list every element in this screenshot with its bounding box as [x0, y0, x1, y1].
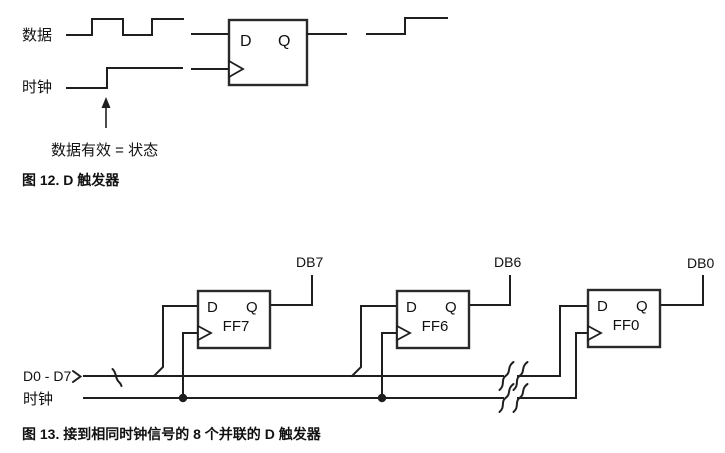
figure13-parallel-flipflops-diagram: D0 - D7 时钟 D Q FF7 DB7	[22, 254, 714, 442]
clock-edge-icon	[197, 324, 213, 342]
d-pin-label: D	[406, 299, 417, 316]
ff6-block: D Q FF6 DB6	[350, 254, 521, 403]
figure12-caption: 图 12. D 触发器	[22, 172, 120, 188]
ff7-name-label: FF7	[223, 318, 250, 335]
bus-start-chevron-icon	[72, 370, 83, 383]
ff0-name-label: FF0	[613, 317, 640, 334]
db6-output-label: DB6	[494, 254, 521, 270]
clock-edge-icon	[396, 324, 412, 342]
db0-output-label: DB0	[687, 255, 714, 271]
flipflop-box	[227, 18, 309, 87]
q-pin-label: Q	[636, 298, 648, 315]
ff7-d-input-wire	[152, 305, 199, 378]
ff7-block: D Q FF7 DB7	[152, 254, 323, 403]
q-pin-label: Q	[278, 33, 290, 50]
d-pin-label: D	[207, 299, 218, 316]
ff7-clock-wire	[182, 332, 199, 399]
clock-waveform	[66, 67, 183, 89]
output-waveform	[366, 17, 448, 35]
break-mark-icon	[498, 361, 515, 391]
clock-edge-icon	[228, 59, 245, 79]
bus-width-slash-icon	[111, 368, 123, 387]
junction-dot	[178, 393, 188, 403]
ff6-clock-wire	[381, 332, 398, 399]
db7-output-label: DB7	[296, 254, 323, 270]
clock-edge-icon	[587, 324, 603, 342]
ff0-block: D Q FF0 DB0	[517, 255, 714, 399]
ff7-output-wire	[269, 275, 313, 306]
ff6-output-wire	[468, 275, 511, 306]
break-mark-icon	[498, 383, 515, 413]
ff0-clock-wire	[517, 332, 589, 399]
data-bus-label: D0 - D7	[23, 368, 71, 384]
q-pin-label: Q	[246, 299, 258, 316]
ff0-output-wire	[659, 275, 704, 306]
data-valid-annotation: 数据有效 = 状态	[51, 142, 158, 159]
figure12-d-flipflop-diagram: 数据 时钟 D Q 数据有效 = 状态 图 12. D 触发器	[22, 17, 448, 188]
ff6-box	[395, 289, 471, 350]
data-signal-label: 数据	[22, 27, 52, 44]
ff7-box	[196, 289, 272, 350]
d-pin-label: D	[240, 33, 252, 50]
ff0-d-input-wire	[517, 305, 589, 377]
ff0-box	[586, 288, 662, 349]
clock-signal-label: 时钟	[22, 79, 52, 96]
data-waveform	[66, 18, 184, 36]
d-pin-label: D	[597, 298, 608, 315]
q-pin-label: Q	[445, 299, 457, 316]
figure13-caption: 图 13. 接到相同时钟信号的 8 个并联的 D 触发器	[22, 426, 322, 442]
clock-bus-label: 时钟	[23, 391, 53, 408]
ff6-d-input-wire	[350, 305, 398, 378]
junction-dot	[377, 393, 387, 403]
ff6-name-label: FF6	[422, 318, 449, 335]
up-arrow-icon	[101, 97, 111, 108]
